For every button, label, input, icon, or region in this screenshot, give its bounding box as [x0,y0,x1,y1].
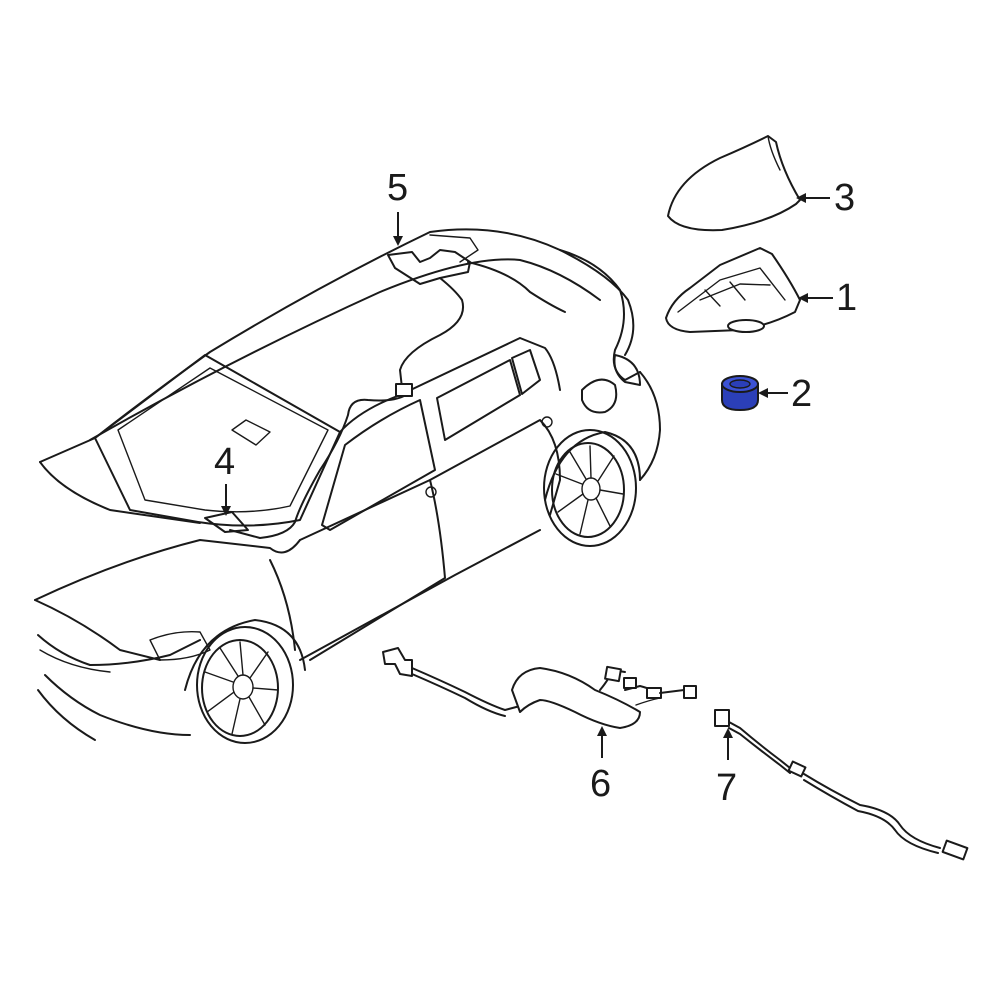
callout-3: 3 [796,177,855,219]
callout-7-label: 7 [716,767,737,809]
vehicle-outline [34,228,661,741]
antenna-base[interactable] [665,247,801,333]
callout-2-label: 2 [791,373,812,415]
front-wheel [184,619,306,744]
callout-4: 4 [214,441,235,516]
roof-antenna-cable[interactable] [229,234,566,539]
callout-1-label: 1 [836,277,857,319]
antenna-cover[interactable] [667,135,801,232]
callout-6-label: 6 [590,763,611,805]
callout-6: 6 [590,726,611,805]
rear-wheel [543,429,641,547]
antenna-grommet[interactable] [721,375,759,412]
callout-1: 1 [798,277,857,319]
callout-5-label: 5 [387,167,408,209]
antenna-lead-wire[interactable] [714,709,969,861]
callout-3-label: 3 [834,177,855,219]
callout-7: 7 [716,728,737,809]
callout-4-label: 4 [214,441,235,483]
callout-2: 2 [758,373,812,415]
windshield-antenna[interactable] [204,511,249,533]
callout-5: 5 [387,167,408,246]
antenna-cable-assembly[interactable] [382,647,697,729]
